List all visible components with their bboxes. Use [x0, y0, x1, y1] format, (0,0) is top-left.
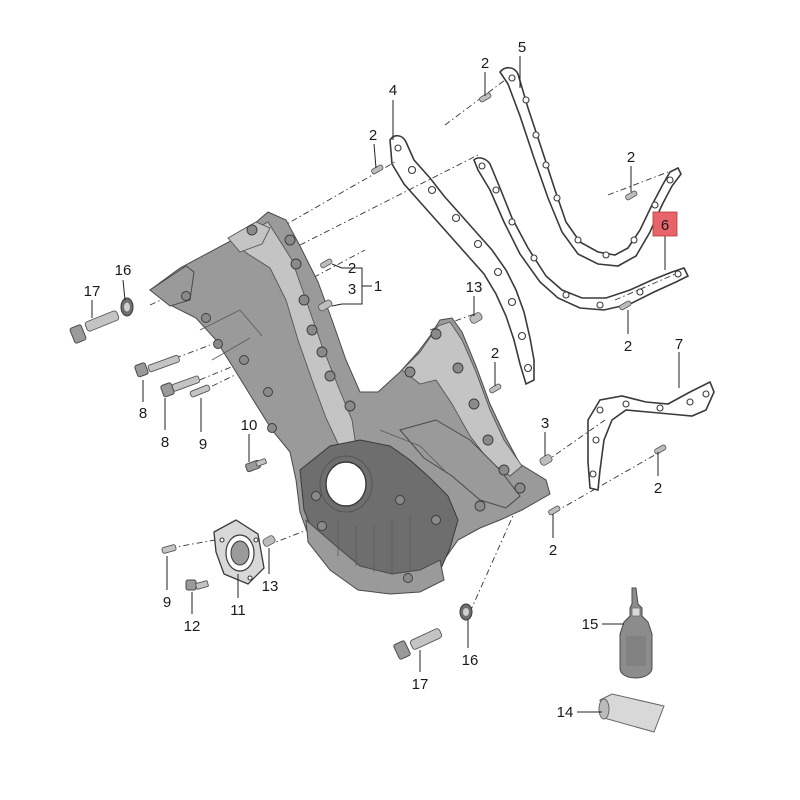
callout-11: 11: [230, 602, 246, 619]
callout-13-b: 13: [262, 578, 279, 595]
gasket-4: [389, 134, 535, 386]
bolts: [69, 297, 473, 660]
bolt-17-lower: [393, 628, 443, 660]
callout-2-g: 2: [654, 480, 662, 497]
callout-16-a: 16: [115, 262, 132, 279]
callout-7: 7: [675, 336, 683, 353]
callout-17-b: 17: [412, 676, 429, 693]
bolt-10: [245, 458, 267, 473]
callout-8-b: 8: [161, 434, 169, 451]
callout-3-a: 3: [348, 281, 356, 298]
dowel-pins: [262, 92, 667, 547]
gasket-7: [587, 380, 715, 492]
bolt-9-upper: [189, 384, 211, 398]
callout-16-b: 16: [462, 652, 479, 669]
callout-3-b: 3: [541, 415, 549, 432]
callout-2-d: 2: [627, 149, 635, 166]
bolt-8-upper: [134, 354, 180, 378]
callout-2-a: 2: [481, 55, 489, 72]
sealing-flange-11: [213, 519, 265, 585]
callout-2-e: 2: [624, 338, 632, 355]
callout-9-b: 9: [163, 594, 171, 611]
callout-9-a: 9: [199, 436, 207, 453]
callout-2-c: 2: [348, 260, 356, 277]
callout-14: 14: [557, 704, 574, 721]
callout-17-a: 17: [84, 283, 101, 300]
sealant-bottle-15: [619, 587, 653, 679]
callout-12: 12: [184, 618, 201, 635]
bolt-9-lower: [161, 544, 177, 554]
callout-10: 10: [241, 417, 258, 434]
callout-15: 15: [582, 616, 599, 633]
bolt-8-lower: [160, 375, 201, 398]
bolt-12: [185, 579, 209, 591]
callout-labels: 1 2 2 2 2 2 2 2 2 3 3 4 5 6 7 8 8 9 9 10…: [84, 39, 684, 721]
callout-2-f: 2: [491, 345, 499, 362]
callout-2-b: 2: [369, 127, 377, 144]
highlight-box: [652, 211, 678, 237]
callout-2-h: 2: [549, 542, 557, 559]
timing-cover-housing: [149, 211, 551, 595]
callout-13-a: 13: [466, 279, 483, 296]
callout-5: 5: [518, 39, 526, 56]
gasket-5: [499, 66, 682, 267]
callout-4: 4: [389, 82, 397, 99]
callout-6: 6: [661, 217, 669, 234]
bolt-17-upper: [69, 310, 120, 344]
callout-1: 1: [374, 278, 382, 295]
callout-8-a: 8: [139, 405, 147, 422]
gasket-6: [473, 157, 690, 311]
sealant-tube-14: [598, 693, 665, 733]
leader-lines: [91, 56, 680, 713]
